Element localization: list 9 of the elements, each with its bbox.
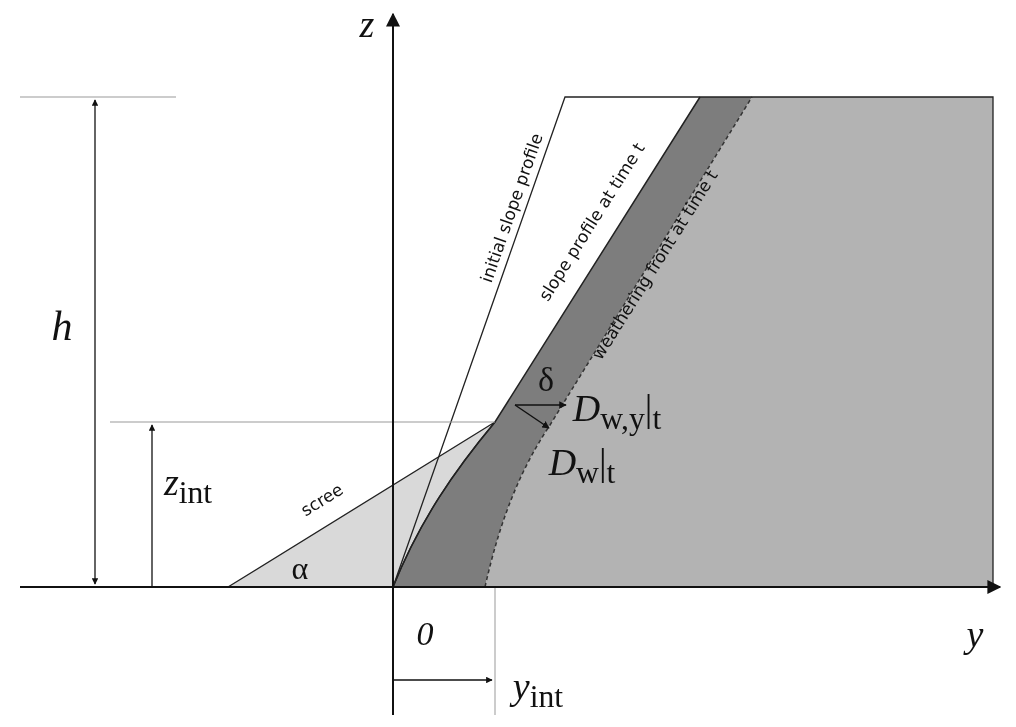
profile-label: initial slope profile (478, 131, 546, 285)
origin-label: 0 (416, 617, 434, 651)
axis-label: z (359, 5, 375, 43)
angle-label: α (291, 552, 309, 584)
dimension-label: h (51, 305, 73, 347)
angle-label: δ (538, 363, 554, 397)
symbol-label: D$_{w,y}$|$_{t}$ (572, 388, 662, 436)
dimension-label: z$_{int}$ (163, 462, 213, 510)
symbol-label: D$_{w}$|$_{t}$ (548, 442, 616, 490)
